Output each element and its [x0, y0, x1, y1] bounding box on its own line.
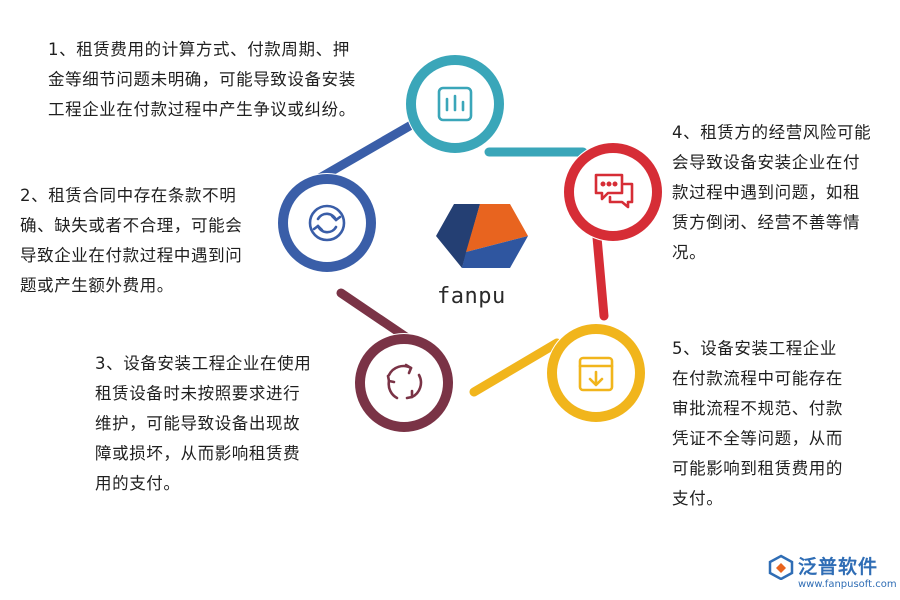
item-5-line: 在付款流程中可能存在 [672, 369, 843, 388]
item-5-line: 审批流程不规范、付款 [672, 399, 843, 418]
item-5-line: 支付。 [672, 489, 724, 508]
item-4-line: 款过程中遇到问题，如租 [672, 183, 861, 202]
download-box-icon [578, 356, 614, 392]
connector-red [591, 221, 609, 321]
node-4 [563, 142, 663, 242]
refresh-icon [308, 204, 346, 242]
item-2-line: 2、租赁合同中存在条款不明 [20, 186, 237, 205]
node-5 [546, 323, 646, 423]
item-4-line: 赁方倒闭、经营不善等情 [672, 213, 861, 232]
node-3 [354, 333, 454, 433]
item-5-line: 凭证不全等问题，从而 [672, 429, 843, 448]
item-4-line: 会导致设备安装企业在付 [672, 153, 861, 172]
item-4-line: 况。 [672, 243, 707, 262]
item-1-line: 金等细节问题未明确，可能导致设备安装 [48, 70, 356, 89]
node-1 [405, 54, 505, 154]
item-3-line: 租赁设备时未按照要求进行 [95, 384, 301, 403]
item-2-line: 题或产生额外费用。 [20, 276, 174, 295]
item-3-line: 维护，可能导致设备出现故 [95, 414, 301, 433]
node-2 [277, 173, 377, 273]
item-2-line: 确、缺失或者不合理，可能会 [20, 216, 243, 235]
item-2-text: 2、租赁合同中存在条款不明 确、缺失或者不合理，可能会 导致企业在付款过程中遇到… [20, 181, 242, 301]
item-2-line: 导致企业在付款过程中遇到问 [20, 246, 243, 265]
item-1-line: 工程企业在付款过程中产生争议或纠纷。 [48, 100, 356, 119]
fanpu-logo-icon [436, 204, 528, 268]
item-5-line: 5、设备安装工程企业 [672, 339, 837, 358]
brand-logo-icon [768, 554, 794, 580]
item-3-line: 3、设备安装工程企业在使用 [95, 354, 312, 373]
brand-url[interactable]: www.fanpusoft.com [798, 579, 897, 590]
item-5-line: 可能影响到租赁费用的 [672, 459, 843, 478]
item-1-text: 1、租赁费用的计算方式、付款周期、押 金等细节问题未明确，可能导致设备安装 工程… [48, 35, 356, 125]
cycle-arrows-icon [386, 363, 423, 400]
item-3-text: 3、设备安装工程企业在使用 租赁设备时未按照要求进行 维护，可能导致设备出现故 … [95, 349, 311, 499]
item-1-line: 1、租赁费用的计算方式、付款周期、押 [48, 40, 350, 59]
item-5-text: 5、设备安装工程企业 在付款流程中可能存在 审批流程不规范、付款 凭证不全等问题… [672, 334, 843, 514]
item-4-text: 4、租赁方的经营风险可能 会导致设备安装企业在付 款过程中遇到问题，如租 赁方倒… [672, 118, 871, 268]
item-3-line: 用的支付。 [95, 474, 181, 493]
item-3-line: 障或损坏，从而影响租赁费 [95, 444, 301, 463]
chat-bubbles-icon [594, 173, 634, 209]
brand-name: 泛普软件 [798, 556, 879, 578]
connector-yellow [469, 338, 562, 397]
bar-chart-icon [437, 86, 473, 122]
logo-wordmark: fanpu [437, 284, 506, 309]
item-4-line: 4、租赁方的经营风险可能 [672, 123, 872, 142]
